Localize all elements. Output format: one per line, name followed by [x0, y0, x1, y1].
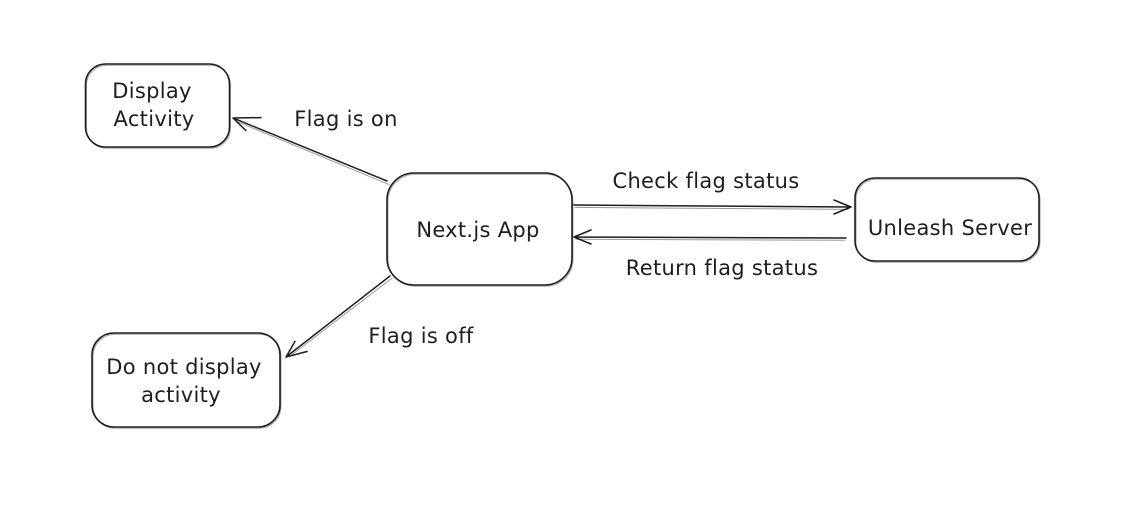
- do-not-display-label-line2: activity: [141, 383, 221, 407]
- node-unleash-server: Unleash Server: [854, 177, 1041, 263]
- check-flag-arrow: [573, 199, 852, 215]
- display-activity-box: [84, 63, 231, 148]
- return-flag-edge-label: Return flag status: [626, 256, 818, 280]
- edge-return-flag: Return flag status: [573, 229, 847, 280]
- return-flag-arrow: [573, 229, 847, 245]
- do-not-display-box: [91, 332, 281, 428]
- edge-flag-on: Flag is on: [232, 107, 397, 186]
- display-activity-label-line2: Activity: [114, 107, 195, 131]
- nextjs-app-label: Next.js App: [416, 218, 539, 242]
- return-flag-arrow-echo: [575, 238, 846, 241]
- node-nextjs-app: Next.js App: [386, 172, 574, 287]
- unleash-server-box: [854, 177, 1040, 262]
- check-flag-edge-label: Check flag status: [612, 169, 799, 193]
- unleash-server-box-echo: [855, 178, 1041, 263]
- flag-off-edge-label: Flag is off: [368, 324, 473, 348]
- node-do-not-display: Do not display activity: [91, 332, 282, 429]
- display-activity-label-line1: Display: [112, 79, 192, 103]
- edge-flag-off: Flag is off: [285, 275, 474, 358]
- flag-on-edge-label: Flag is on: [294, 107, 397, 131]
- unleash-server-label: Unleash Server: [868, 216, 1032, 240]
- flag-off-arrow-echo: [289, 277, 393, 357]
- flag-off-arrow: [285, 275, 391, 358]
- check-flag-arrow-echo: [574, 206, 849, 210]
- nextjs-app-box: [386, 172, 573, 286]
- display-activity-box-echo: [86, 64, 231, 149]
- flag-on-arrow: [232, 116, 388, 182]
- do-not-display-box-echo: [92, 333, 282, 429]
- nextjs-app-box-echo: [387, 173, 574, 287]
- node-display-activity: Display Activity: [84, 63, 231, 149]
- do-not-display-label-line1: Do not display: [106, 355, 262, 379]
- edge-check-flag: Check flag status: [573, 169, 852, 215]
- flag-on-arrow-echo: [236, 121, 390, 186]
